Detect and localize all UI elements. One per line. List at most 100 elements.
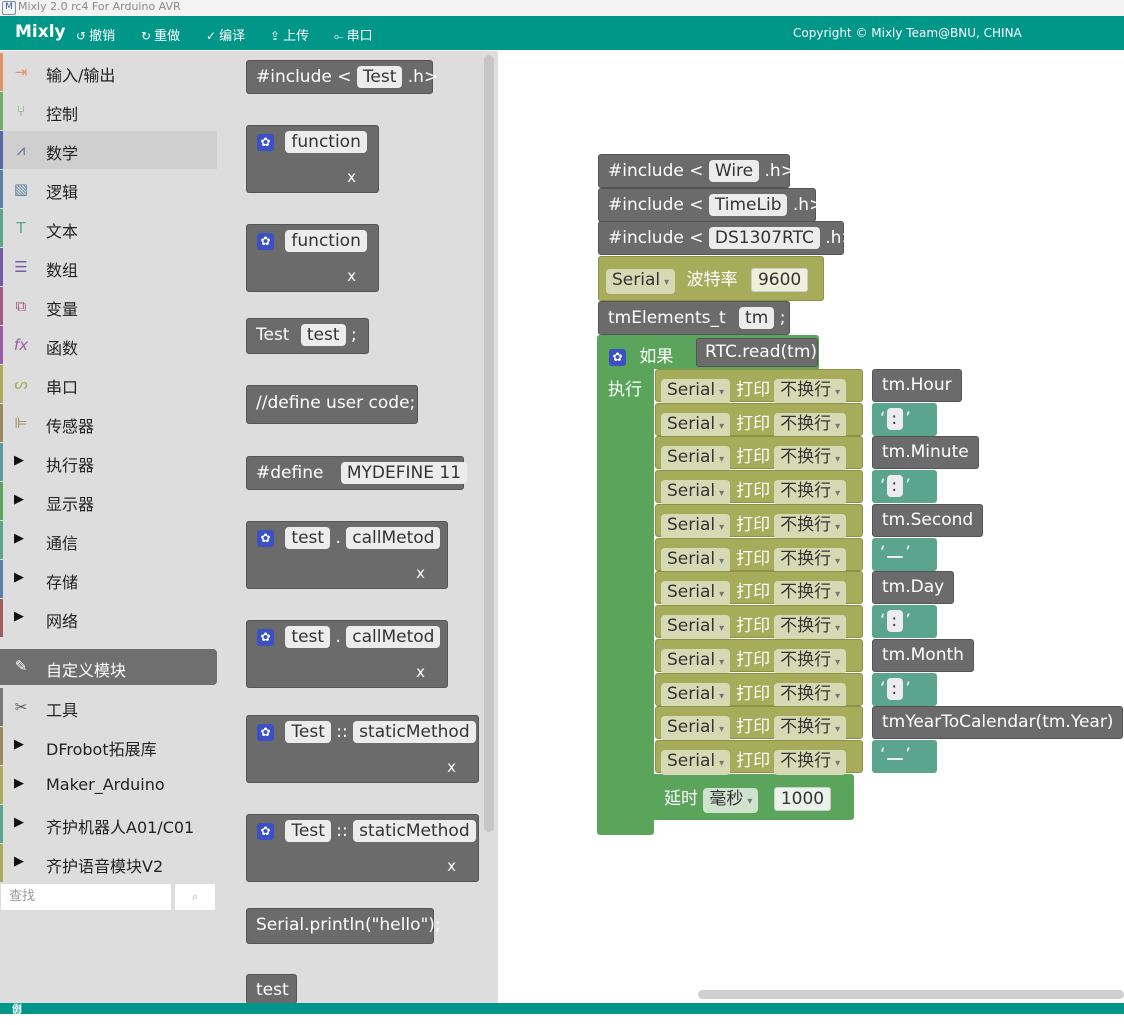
print-string-block[interactable]: ‘’: [872, 538, 937, 571]
declare-tmelements-block[interactable]: tmElements_t tm ;: [598, 301, 790, 335]
define-value-field[interactable]: MYDEFINE 11: [340, 462, 468, 484]
flyout-function-block[interactable]: ✿ function x: [246, 125, 379, 193]
delay-block[interactable]: 延时 毫秒▾ 1000: [655, 776, 854, 818]
upload-button[interactable]: ⇪上传: [270, 25, 309, 44]
newline-mode-dropdown[interactable]: 不换行▾: [774, 716, 847, 741]
string-value-field[interactable]: :: [887, 475, 904, 497]
string-value-field[interactable]: :: [887, 678, 904, 700]
serial-print-block[interactable]: Serial▾打印不换行▾: [655, 504, 863, 539]
category-network[interactable]: ▶网络: [0, 599, 217, 637]
category-communication[interactable]: ▶通信: [0, 521, 217, 559]
undo-button[interactable]: ↺撤销: [76, 25, 115, 44]
object-name-field[interactable]: test: [285, 626, 331, 648]
string-value-field[interactable]: :: [887, 610, 904, 632]
toolbox-search-input[interactable]: 查找: [0, 883, 172, 911]
serial-print-block[interactable]: Serial▾打印不换行▾: [655, 605, 863, 640]
category-qihu-voice[interactable]: ▶齐护语音模块V2: [0, 844, 217, 882]
method-name-field[interactable]: callMetod: [346, 626, 441, 648]
print-string-block[interactable]: ‘:’: [872, 403, 937, 436]
flyout-function-value-block[interactable]: ✿ function x: [246, 224, 379, 292]
serial-port-dropdown[interactable]: Serial▾: [661, 413, 731, 438]
function-name-field[interactable]: function: [285, 230, 367, 252]
string-value-field[interactable]: [887, 556, 904, 558]
flyout-static-method-value-block[interactable]: ✿ Test :: staticMethod x: [246, 814, 479, 882]
flyout-call-method-block[interactable]: ✿ test . callMetod x: [246, 521, 448, 589]
string-value-field[interactable]: :: [887, 408, 904, 430]
brand-logo[interactable]: Mixly: [15, 22, 66, 42]
newline-mode-dropdown[interactable]: 不换行▾: [774, 446, 847, 471]
print-value-block[interactable]: tm.Second: [872, 504, 984, 537]
flyout-println-block[interactable]: Serial.println("hello");: [246, 908, 441, 944]
flyout-include-block[interactable]: #include < Test .h>: [246, 60, 438, 94]
serial-port-dropdown[interactable]: Serial▾: [661, 514, 731, 539]
category-display[interactable]: ▶显示器: [0, 482, 217, 520]
newline-mode-dropdown[interactable]: 不换行▾: [774, 514, 847, 539]
newline-mode-dropdown[interactable]: 不换行▾: [774, 480, 847, 505]
newline-mode-dropdown[interactable]: 不换行▾: [774, 413, 847, 438]
serial-port-dropdown[interactable]: Serial▾: [661, 480, 731, 505]
serial-print-block[interactable]: Serial▾打印不换行▾: [655, 403, 863, 438]
flyout-define-block[interactable]: #define MYDEFINE 11: [246, 456, 468, 490]
include-name-field[interactable]: DS1307RTC: [708, 227, 820, 249]
delay-unit-dropdown[interactable]: 毫秒▾: [703, 788, 759, 813]
gear-icon[interactable]: ✿: [257, 822, 274, 840]
flyout-static-method-block[interactable]: ✿ Test :: staticMethod x: [246, 715, 479, 783]
print-value-block[interactable]: tm.Day: [872, 571, 955, 604]
include-name-field[interactable]: Wire: [708, 160, 760, 182]
serial-port-dropdown[interactable]: Serial▾: [661, 379, 731, 404]
if-condition-block[interactable]: RTC.read(tm): [696, 338, 818, 367]
newline-mode-dropdown[interactable]: 不换行▾: [774, 548, 847, 573]
print-string-block[interactable]: ‘’: [872, 740, 937, 773]
category-logic[interactable]: ▧逻辑: [0, 170, 217, 208]
include-name-field[interactable]: TimeLib: [708, 194, 788, 216]
gear-icon[interactable]: ✿: [257, 628, 274, 646]
class-name-field[interactable]: Test: [285, 820, 331, 842]
newline-mode-dropdown[interactable]: 不换行▾: [774, 683, 847, 708]
serial-print-block[interactable]: Serial▾打印不换行▾: [655, 639, 863, 674]
search-button[interactable]: ⌕: [174, 883, 216, 911]
static-method-name-field[interactable]: staticMethod: [353, 721, 476, 743]
print-value-block[interactable]: tm.Hour: [872, 369, 962, 402]
serial-port-dropdown[interactable]: Serial▾: [661, 716, 731, 741]
serial-print-block[interactable]: Serial▾打印不换行▾: [655, 571, 863, 606]
delay-value-input[interactable]: 1000: [773, 787, 832, 811]
serial-port-dropdown[interactable]: Serial▾: [661, 683, 731, 708]
newline-mode-dropdown[interactable]: 不换行▾: [774, 649, 847, 674]
print-string-block[interactable]: ‘:’: [872, 605, 937, 638]
function-name-field[interactable]: function: [285, 131, 367, 153]
serial-print-block[interactable]: Serial▾打印不换行▾: [655, 470, 863, 505]
print-string-block[interactable]: ‘:’: [872, 470, 937, 503]
print-value-block[interactable]: tm.Minute: [872, 436, 979, 469]
serial-print-block[interactable]: Serial▾打印不换行▾: [655, 706, 863, 741]
serial-port-dropdown[interactable]: Serial▾: [661, 548, 731, 573]
serial-button[interactable]: ⟜串口: [334, 25, 373, 44]
method-name-field[interactable]: callMetod: [346, 527, 441, 549]
serial-print-block[interactable]: Serial▾打印不换行▾: [655, 740, 863, 775]
newline-mode-dropdown[interactable]: 不换行▾: [774, 581, 847, 606]
serial-port-dropdown[interactable]: Serial▾: [661, 615, 731, 640]
object-name-field[interactable]: test: [285, 527, 331, 549]
declare-var-field[interactable]: tm: [739, 307, 775, 329]
workspace-scrollbar[interactable]: [698, 990, 1124, 999]
string-value-field[interactable]: [887, 758, 904, 760]
category-control[interactable]: ⑂控制: [0, 92, 217, 130]
category-io[interactable]: ⇥输入/输出: [0, 53, 217, 91]
print-value-block[interactable]: tmYearToCalendar(tm.Year): [872, 706, 1124, 739]
serial-print-block[interactable]: Serial▾打印不换行▾: [655, 369, 863, 404]
include-name-field[interactable]: Test: [356, 66, 403, 88]
include-wire-block[interactable]: #include < Wire .h>: [598, 154, 795, 188]
serial-port-dropdown[interactable]: Serial▾: [661, 750, 731, 775]
serial-port-dropdown[interactable]: Serial▾: [661, 649, 731, 674]
flyout-declare-block[interactable]: Test test ;: [246, 318, 369, 354]
flyout-call-method-value-block[interactable]: ✿ test . callMetod x: [246, 620, 448, 688]
flyout-test-block[interactable]: test: [246, 974, 297, 1004]
include-ds1307rtc-block[interactable]: #include < DS1307RTC .h>: [598, 221, 856, 255]
serial-begin-block[interactable]: Serial▾ 波特率 9600: [598, 256, 824, 301]
category-variable[interactable]: ⧉变量: [0, 287, 217, 325]
category-storage[interactable]: ▶存储: [0, 560, 217, 598]
flyout-scrollbar[interactable]: [484, 55, 494, 832]
serial-port-dropdown[interactable]: Serial▾: [661, 581, 731, 606]
print-string-block[interactable]: ‘:’: [872, 673, 937, 706]
category-tools[interactable]: ✂工具: [0, 688, 217, 726]
